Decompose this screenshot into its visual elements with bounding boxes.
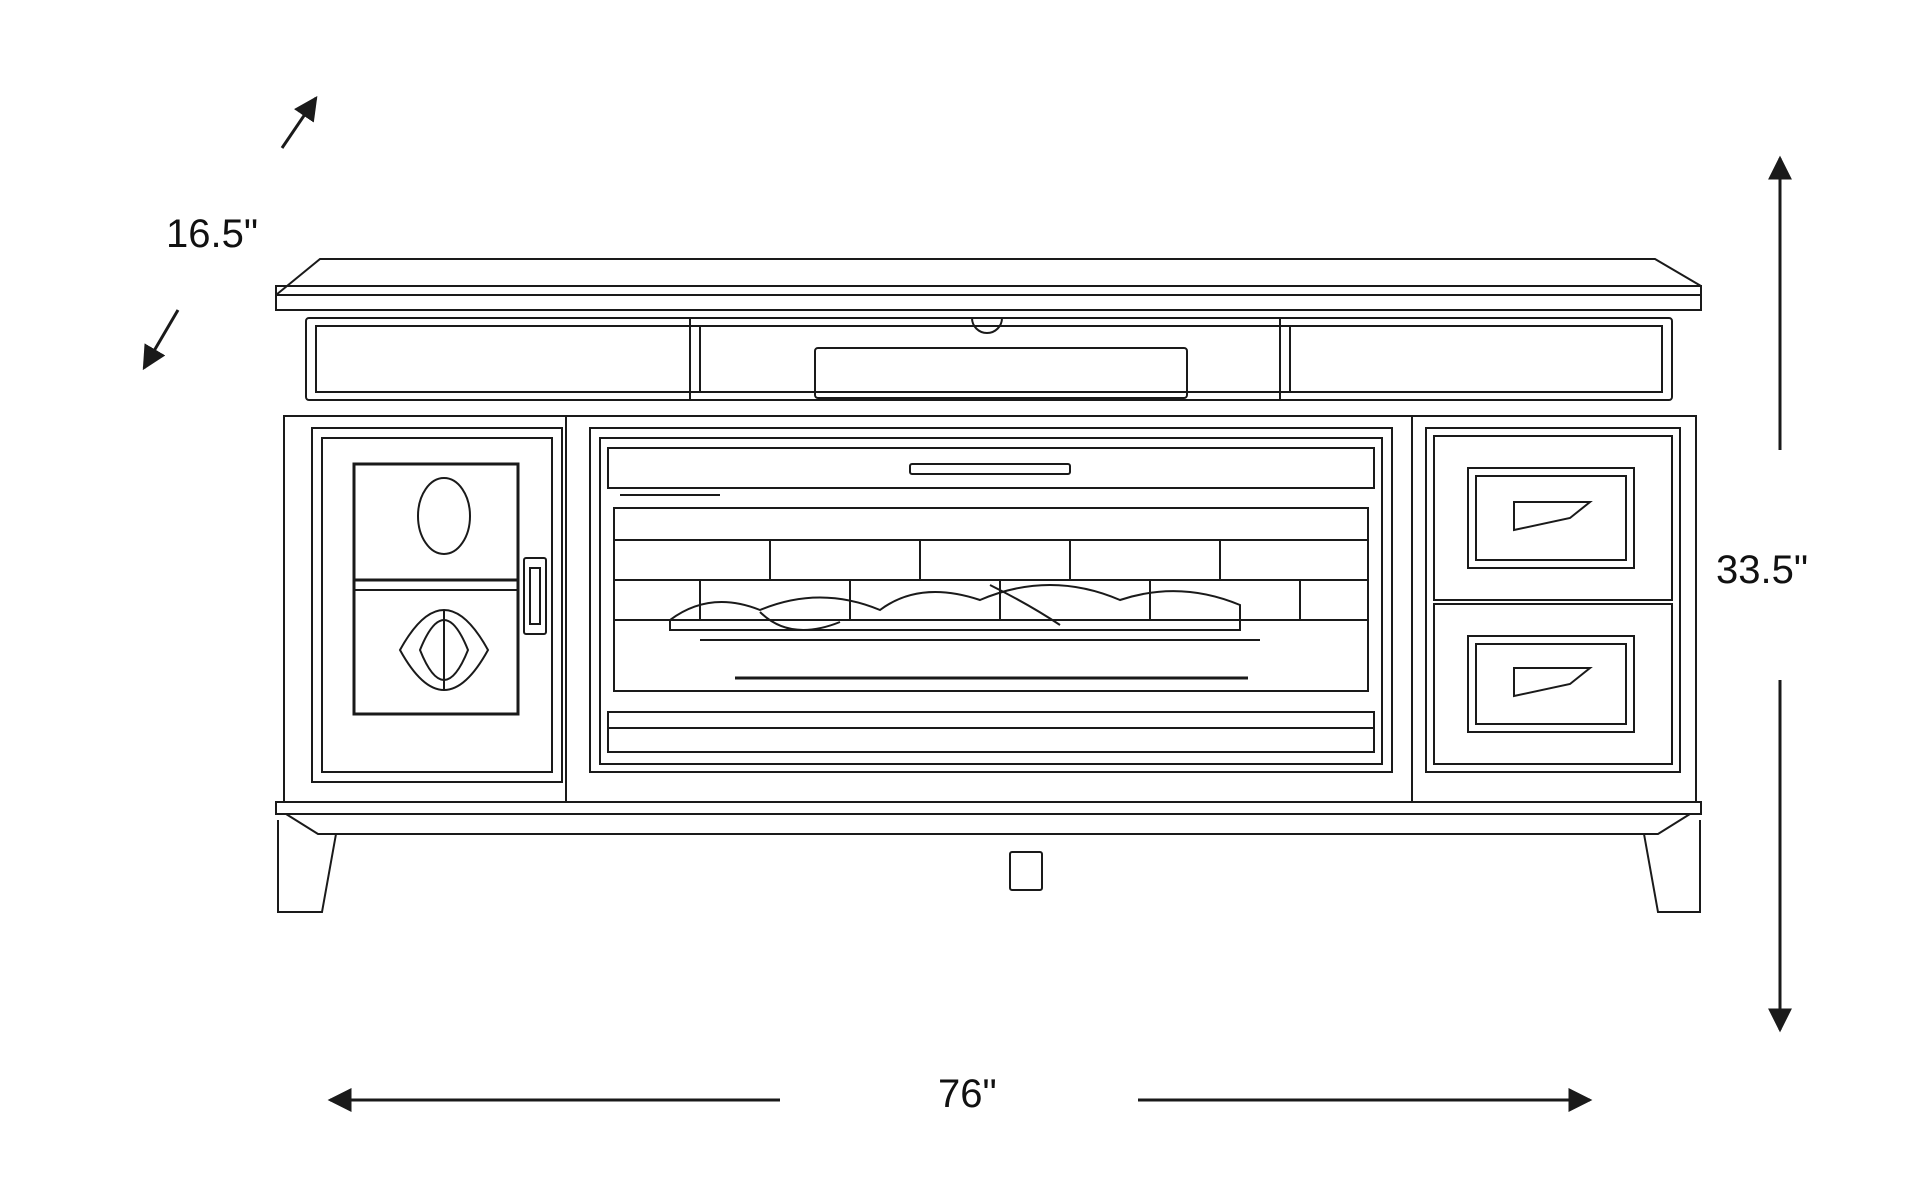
depth-arrow-down bbox=[142, 309, 180, 371]
width-dimension-label: 76" bbox=[938, 1072, 997, 1116]
fireplace-insert bbox=[589, 427, 1393, 773]
media-shelf bbox=[305, 317, 1673, 401]
height-dimension-label: 33.5" bbox=[1716, 548, 1809, 592]
stand-top bbox=[275, 258, 1702, 311]
left-door-handle bbox=[523, 557, 547, 635]
drawer-handle-top bbox=[1513, 501, 1593, 532]
shelf-center-panel bbox=[814, 347, 1188, 399]
center-foot bbox=[1009, 851, 1043, 891]
drawer-handle-bottom bbox=[1513, 667, 1593, 698]
right-drawers bbox=[1425, 427, 1681, 773]
depth-dimension-label: 16.5" bbox=[166, 212, 259, 256]
fireplace-logs bbox=[669, 584, 1260, 641]
fireplace-control-bar bbox=[909, 463, 1071, 475]
left-glass-door bbox=[311, 427, 563, 783]
stand-base bbox=[275, 801, 1702, 913]
depth-arrow-up bbox=[280, 96, 318, 149]
